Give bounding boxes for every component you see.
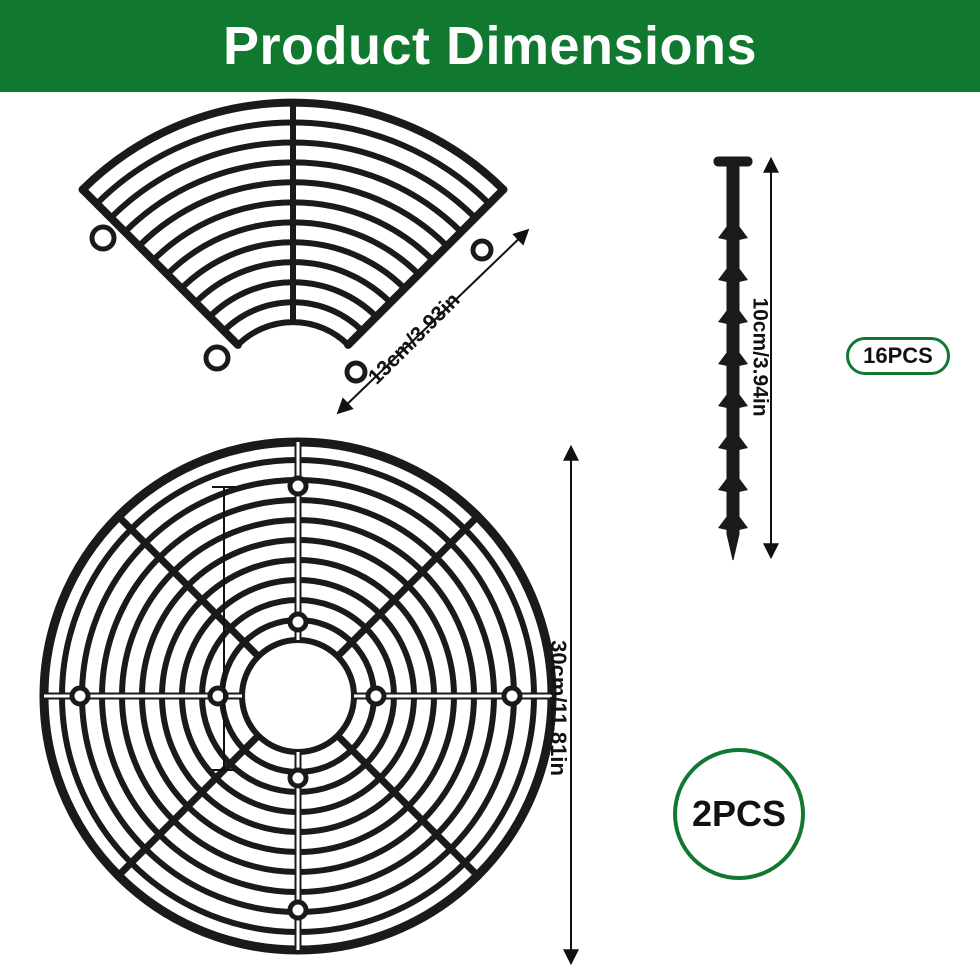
page-title: Product Dimensions	[222, 16, 758, 76]
round-grid-dimension-label: 30cm/11.81in	[545, 640, 571, 776]
stake-dimension-label: 10cm/3.94in	[748, 297, 772, 417]
dimension-lines	[212, 156, 779, 966]
title-banner: Product Dimensions	[0, 0, 980, 92]
stake-quantity-badge: 16PCS	[846, 337, 950, 375]
fan-grid-piece	[78, 98, 508, 384]
ground-stake	[713, 156, 753, 561]
round-grid-quantity-badge: 2PCS	[673, 748, 805, 880]
round-grid	[39, 437, 557, 955]
